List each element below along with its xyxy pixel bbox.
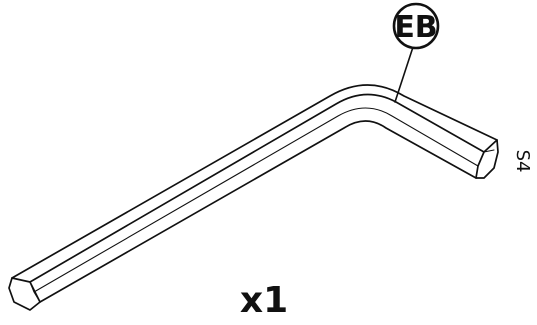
hex-key-middle-ridge: [33, 107, 479, 293]
hex-key-long-end-facet: [29, 281, 41, 303]
hex-key-inner-edge: [39, 120, 477, 303]
hex-key-short-end: [475, 139, 499, 179]
part-code-label: EB: [394, 10, 437, 45]
hex-key-upper-ridge: [29, 93, 485, 283]
callout-circle: [392, 2, 440, 50]
hex-key-outer-edge: [11, 84, 498, 279]
hex-key-short-end-facet: [483, 149, 495, 153]
quantity-label: x1: [240, 280, 288, 320]
size-label: S4: [512, 150, 533, 173]
callout-leader-line: [394, 43, 415, 103]
